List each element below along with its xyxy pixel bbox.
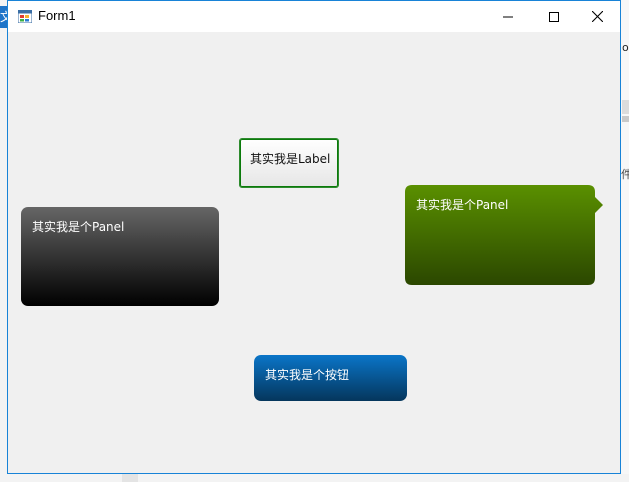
close-button[interactable]: [574, 1, 620, 32]
close-icon: [591, 11, 603, 22]
label-control: 其实我是Label: [239, 138, 339, 188]
background-app-char-1: o: [622, 41, 629, 54]
background-app-mark: [622, 100, 629, 114]
maximize-button[interactable]: [531, 1, 577, 32]
background-app-mark: [622, 116, 629, 122]
window-title: Form1: [38, 8, 76, 23]
background-app-left-edge: [0, 0, 8, 482]
blue-button-label: 其实我是个按钮: [265, 368, 350, 382]
dark-panel: 其实我是个Panel: [21, 207, 219, 306]
background-app-menu-fragment: 文: [0, 6, 8, 28]
background-app-right-edge: o 件: [621, 0, 629, 482]
background-app-bottom-edge: [0, 474, 629, 482]
green-speech-panel: 其实我是个Panel: [405, 185, 603, 285]
green-panel-text: 其实我是个Panel: [416, 198, 509, 212]
maximize-icon: [549, 11, 559, 22]
minimize-button[interactable]: [485, 1, 531, 32]
background-app-menu-char: 文: [0, 10, 8, 24]
form-app-icon: [18, 10, 32, 23]
background-app-mark: [122, 474, 138, 482]
form-client-area: 其实我是Label 其实我是个Panel 其实我是个Panel: [8, 32, 620, 473]
dark-panel-text: 其实我是个Panel: [32, 220, 125, 234]
blue-button[interactable]: 其实我是个按钮: [254, 355, 407, 401]
label-control-text: 其实我是Label: [250, 152, 331, 166]
green-panel-shape: [405, 185, 603, 285]
title-bar[interactable]: Form1: [8, 1, 620, 32]
background-app-char-2: 件: [621, 168, 629, 181]
minimize-icon: [503, 16, 513, 17]
form1-window: Form1 其实我是Label: [7, 0, 621, 474]
